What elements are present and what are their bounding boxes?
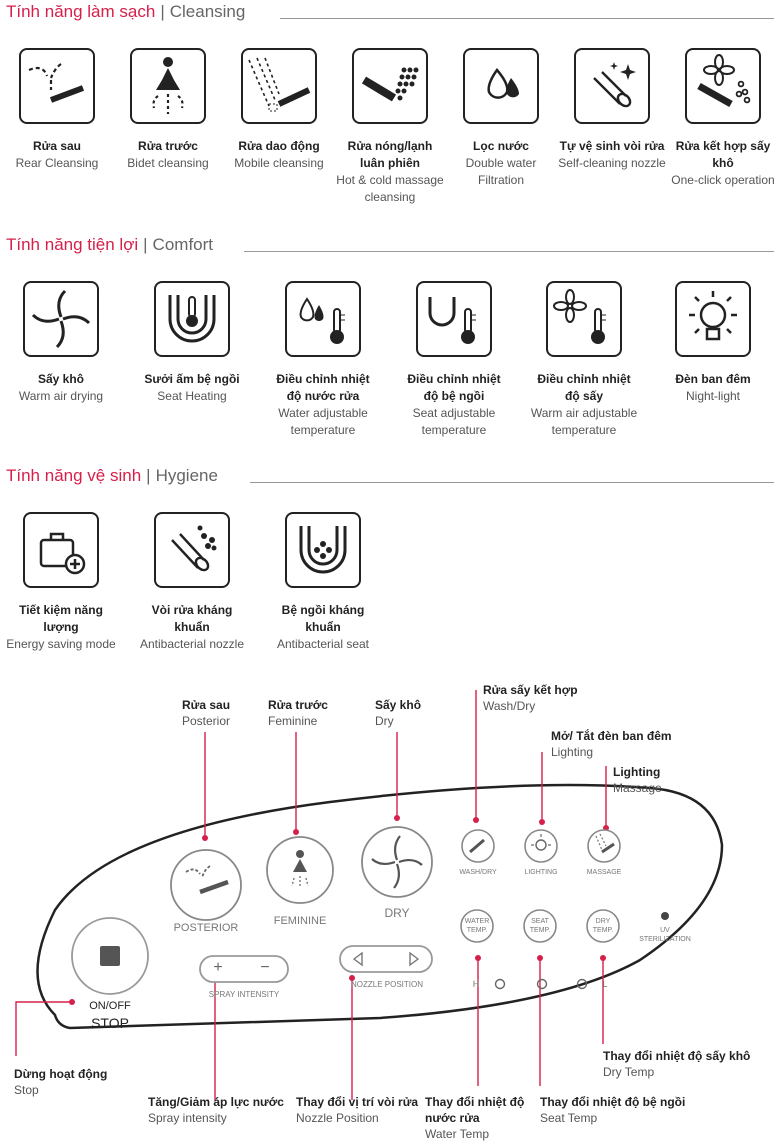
feature-one-click: Rửa kết hợp sấy khô One-click operation: [668, 48, 778, 189]
posterior-label: POSTERIOR: [173, 922, 239, 934]
feature-seat-temperature: Điều chỉnh nhiệt độ bệ ngồi Seat adjusta…: [399, 281, 509, 439]
section-title-comfort: Tính năng tiện lợi|Comfort: [6, 235, 214, 254]
feature-mobile-cleansing: Rửa dao động Mobile cleansing: [224, 48, 334, 172]
section-title-cleansing: Tính năng làm sạch|Cleansing: [6, 2, 246, 21]
feature-warm-air-drying: Sấy khô Warm air drying: [6, 281, 116, 405]
feature-dry-temperature: Điều chỉnh nhiệt độ sấy Warm air adjusta…: [529, 281, 639, 439]
nozzle-right-arrow-icon: [409, 951, 420, 967]
wash-dry-button[interactable]: [461, 829, 495, 863]
feminine-label: FEMININE: [273, 915, 327, 927]
feature-self-cleaning-nozzle: Tự vệ sinh vòi rửa Self-cleaning nozzle: [557, 48, 667, 172]
seat-temperature-icon: [416, 281, 492, 357]
warm-air-drying-icon: [23, 281, 99, 357]
spray-plus-button[interactable]: +: [213, 959, 223, 976]
nozzle-position-label: NOZZLE POSITION: [350, 980, 423, 989]
self-cleaning-nozzle-icon: [574, 48, 650, 124]
massage-button[interactable]: [587, 829, 621, 863]
stop-square-icon: [100, 946, 120, 966]
rear-cleansing-icon: [19, 48, 95, 124]
posterior-button[interactable]: [170, 849, 242, 921]
feature-energy-saving: Tiết kiệm năng lượng Energy saving mode: [6, 512, 116, 653]
stop-label: STOP: [91, 1015, 129, 1031]
level-low-label: L: [602, 979, 608, 989]
feature-water-filter: Lọc nước Double water Filtration: [446, 48, 556, 189]
water-filter-icon: [463, 48, 539, 124]
level-indicator-3: [576, 978, 588, 990]
feminine-button[interactable]: [266, 836, 334, 904]
feature-antibacterial-nozzle: Vòi rửa kháng khuẩn Antibacterial nozzle: [137, 512, 247, 653]
hot-cold-massage-icon: [352, 48, 428, 124]
seat-temp-button[interactable]: [523, 909, 557, 943]
dry-button[interactable]: [361, 826, 433, 898]
one-click-icon: [685, 48, 761, 124]
level-high-label: H: [472, 979, 480, 989]
section-divider: [250, 482, 774, 483]
feature-hot-cold-massage: Rửa nóng/lạnh luân phiên Hot & cold mass…: [335, 48, 445, 206]
remote-panel-diagram: [15, 690, 724, 1100]
feature-antibacterial-seat: Bệ ngồi kháng khuẩn Antibacterial seat: [268, 512, 378, 653]
antibacterial-seat-icon: [285, 512, 361, 588]
on-off-label: ON/OFF: [89, 1000, 131, 1012]
level-indicator-2: [536, 978, 548, 990]
water-temp-button[interactable]: [460, 909, 494, 943]
wash-dry-label: WASH/DRY: [459, 869, 497, 876]
energy-saving-icon: [23, 512, 99, 588]
bidet-icon: [130, 48, 206, 124]
dry-label: DRY: [384, 906, 410, 920]
feature-rear-cleansing: Rửa sau Rear Cleansing: [2, 48, 112, 172]
dry-temp-button[interactable]: [586, 909, 620, 943]
feature-night-light: Đèn ban đêm Night-light: [658, 281, 768, 405]
dry-temperature-icon: [546, 281, 622, 357]
section-divider: [280, 18, 774, 19]
spray-intensity-rocker[interactable]: [199, 955, 289, 983]
feature-bidet: Rửa trước Bidet cleansing: [113, 48, 223, 172]
feature-water-temperature: Điều chỉnh nhiệt độ nước rửa Water adjus…: [268, 281, 378, 439]
uv-indicator: [661, 912, 669, 920]
mobile-cleansing-icon: [241, 48, 317, 124]
lighting-label: LIGHTING: [524, 869, 558, 876]
seat-heating-icon: [154, 281, 230, 357]
lighting-button[interactable]: [524, 829, 558, 863]
spray-intensity-label: SPRAY INTENSITY: [208, 990, 280, 999]
stop-button[interactable]: [71, 917, 149, 995]
night-light-icon: [675, 281, 751, 357]
section-title-hygiene: Tính năng vệ sinh|Hygiene: [6, 466, 218, 485]
nozzle-left-arrow-icon: [352, 951, 363, 967]
section-divider: [244, 251, 774, 252]
water-temperature-icon: [285, 281, 361, 357]
level-indicator-1: [494, 978, 506, 990]
feature-seat-heating: Sưởi ấm bệ ngồi Seat Heating: [137, 281, 247, 405]
spray-minus-button[interactable]: −: [260, 959, 270, 976]
nozzle-position-rocker[interactable]: [339, 945, 433, 973]
massage-label: MASSAGE: [586, 869, 622, 876]
antibacterial-nozzle-icon: [154, 512, 230, 588]
